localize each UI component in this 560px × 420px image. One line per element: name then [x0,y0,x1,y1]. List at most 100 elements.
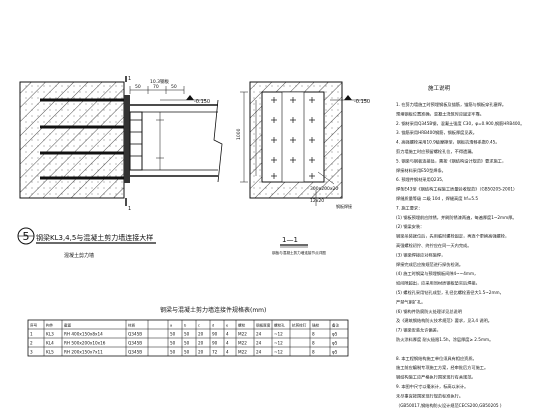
detail-a-elevation: -0.150 50 70 50 10.3钢板 1 1 [19,76,223,212]
note-line: 严禁气割扩孔。 [396,298,425,305]
table-header-cell: 螺栓 [238,322,246,327]
table-cell: KL4 [46,340,54,345]
note-line: 如间隙超出，应采用同材质钢板垫实后焊接。 [396,280,480,287]
table-header-cell: d [212,323,214,327]
detail-subtitle: 混凝土剪力墙 [64,252,94,259]
plate-size-label: 300x200x20 [310,186,338,192]
table-cell: 72 [212,349,218,354]
note-line: (1) 钢板预埋前应除锈，并刷防锈漆两遍，每遍厚度1~2mm厚。 [396,214,517,221]
detail-a-title: 5 钢梁KL3,4,5与混凝土剪力墙连接大样 混凝土剪力墙 [17,227,156,259]
section-title: 1—1 [282,236,298,244]
note-line: 1. 在剪力墙施工时预埋钢板及锚筋，锚筋与钢板穿孔塞焊。 [396,101,506,108]
table-header-cell: a [170,323,172,327]
table-cell: 3 [30,349,33,354]
weld-size-label: 12x20 [310,198,324,204]
note-line: 焊缝质量等级 二级 10d ，焊缝高度 hf=5.5 [396,195,478,202]
dim-label: 50 [171,84,177,90]
table-header-cell: 钢板厚度 [256,322,271,327]
table-cell: ~12 [274,349,283,354]
note-line: 钢结构施工应严格执行国家现行有关规范。 [396,374,476,381]
table-cell: RH 400x150x8x14 [64,331,103,336]
table-cell: M22 [238,349,247,354]
table-cell: M22 [238,340,247,345]
construction-notes: 施工说明 1. 在剪力墙施工时预埋钢板及锚筋，锚筋与钢板穿孔塞焊。 预埋钢板位置… [396,84,524,409]
note-line: 防火涂料厚度 耐火极限1.5h，涂层厚度≥ 2.5mm。 [396,336,493,343]
table-cell: 4 [226,340,229,345]
table-cell: 90 [212,340,218,345]
table-cell: 50 [184,331,190,336]
table-cell: 90 [212,331,218,336]
table-header-cell: 锚栓 [312,322,320,327]
weld-note: 钢板焊接 [336,203,352,209]
table-cell: 20 [198,349,204,354]
table-cell: 50 [170,331,176,336]
table-cell: 50 [170,349,176,354]
table-cell: 24 [256,340,262,345]
table-cell: 4 [226,331,229,336]
note-line: 2. 钢材采用Q345B钢，混凝土强度 C30，φ=0.900,钢筋HRB400… [396,120,524,127]
table-cell: RH 500x200x10x16 [64,340,106,345]
shear-tab [129,111,143,171]
table-cell: 2 [30,340,33,345]
note-line: 7. 施工要求： [396,204,422,211]
note-line: 高强螺栓初拧、终拧应在同一天内完成。 [396,242,471,249]
note-line: 未尽事宜按国家现行规范标准执行。 [396,392,463,399]
table-cell: φ5 [332,340,338,345]
table-cell: 50 [184,340,190,345]
table-cell: RH 200x150x7x11 [64,349,103,354]
table-cell: M22 [238,331,247,336]
table-cell: KL5 [46,349,54,354]
note-line: 焊接完成后应按规范进行探伤检测。 [396,261,463,268]
note-line: 焊接材料采用E50型焊条。 [396,167,446,174]
note-line: (4) 施工时钢梁与预埋钢板间隙4~~4mm， [396,270,478,277]
detail-number: 5 [23,230,30,243]
note-line: (3) 钢梁焊接应对称施焊， [396,251,445,258]
table-cell: φ5 [332,349,338,354]
note-line: 钢梁吊装就位后，先用临时螺栓固定，再逐个更换高强螺栓， [396,233,509,240]
table-cell: 8 [312,331,315,336]
section-level-mark: -0.150 [354,99,370,105]
table-cell: φ5 [332,331,338,336]
table-cell: 24 [256,331,262,336]
note-line: (6) 钢构件防腐防火处理详见总说明 [396,308,462,315]
detail-b-title: 1—1 钢板与混凝土剪力墙连接节点详图 [272,236,326,255]
table-cell: 20 [198,331,204,336]
table-cell: 4 [226,349,229,354]
table-cell: 50 [170,340,176,345]
table-cell: ~12 [274,340,283,345]
bolt-grid [271,97,315,179]
table-header-cell: 材质 [128,322,136,327]
table-cell: 50 [184,349,190,354]
plate-label: 10.3钢板 [150,78,170,85]
table-title: 钢梁与混凝土剪力墙连接件规格表(mm) [160,306,266,314]
level-mark: -0.150 [194,99,210,105]
note-line: 4. 高强螺栓采用10.9级摩擦型，钢板抗滑移系数0.45。 [396,139,500,146]
note-line: 施工前应编制专项施工方案，经审批后方可施工。 [396,364,488,371]
spec-table: 钢梁与混凝土剪力墙连接件规格表(mm) 序号123构件KL3KL4KL5截面RH… [27,306,349,357]
table-cell: Q345B [128,340,142,345]
table-cell: ~12 [274,331,283,336]
note-line: 及《建筑钢结构防火技术规范》要求，见3,4 说明。 [396,317,492,324]
note-line: (2) 钢梁安装： [396,223,424,230]
detail-b-section: -0.150 1000 300x200x20 12x20 钢板焊接 [236,81,370,209]
table-cell: 8 [312,349,315,354]
embed-plate [124,95,130,183]
note-line: (5) 螺栓孔采用钻孔成型，孔径比螺栓直径大1.5~2mm， [396,289,504,296]
table-header-cell: 构件 [46,322,54,327]
table-header-cell: b [184,323,187,327]
section-mark: 1 [128,206,131,212]
table-header-cell: e [226,323,229,327]
table-header-cell: c [198,323,200,327]
table-cell: KL3 [46,331,54,336]
table-cell: 8 [312,340,315,345]
detail-title: 钢梁KL3,4,5与混凝土剪力墙连接大样 [36,233,153,242]
table-cell: 1 [30,331,33,336]
table-header-cell: 备注 [332,322,340,327]
table-cell: 24 [256,349,262,354]
note-line: 5. 钢梁与钢板连接处，需按《钢结构设计规范》要求施工， [396,157,506,164]
section-bottom-note: 钢板与混凝土剪力墙连接节点详图 [272,250,326,255]
note-line: 3. 锚筋采用HRB400钢筋，钢板厚度见表。 [396,129,477,136]
table-cell: 20 [198,340,204,345]
note-line: 6. 预埋件钢材采用Q235, [396,176,443,183]
